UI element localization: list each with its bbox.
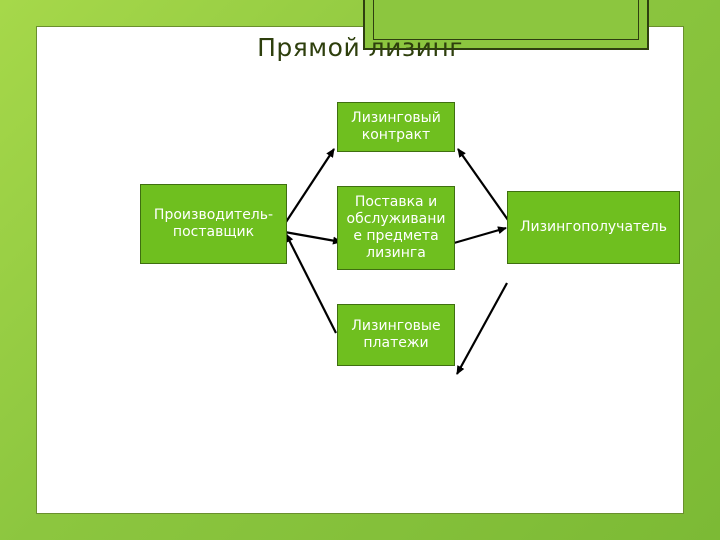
arrow-lessee-to-contract bbox=[457, 148, 509, 221]
arrow-payments-to-supplier bbox=[285, 233, 337, 334]
node-lessee-label: Лизингополучатель bbox=[519, 219, 667, 235]
title-tab bbox=[363, 0, 649, 50]
node-leasing-contract: Лизинговый контракт bbox=[337, 102, 455, 152]
arrow-supplier-to-contract bbox=[285, 148, 335, 223]
arrow-delivery-to-lessee bbox=[453, 226, 507, 245]
node-leasing-payments-label: Лизинговые платежи bbox=[351, 318, 441, 351]
node-delivery-service-label: Поставка и обслуживани е предмета лизинг… bbox=[346, 194, 446, 261]
node-leasing-contract-label: Лизинговый контракт bbox=[351, 110, 441, 143]
slide-title: Прямой лизинг bbox=[257, 33, 463, 62]
arrow-lessee-to-payments bbox=[456, 282, 508, 375]
title-tab-inner bbox=[373, 0, 639, 40]
node-supplier-label: Производитель-поставщик bbox=[153, 207, 274, 240]
node-lessee: Лизингополучатель bbox=[507, 191, 680, 264]
node-supplier: Производитель-поставщик bbox=[140, 184, 287, 264]
node-leasing-payments: Лизинговые платежи bbox=[337, 304, 455, 366]
node-delivery-service: Поставка и обслуживани е предмета лизинг… bbox=[337, 186, 455, 270]
